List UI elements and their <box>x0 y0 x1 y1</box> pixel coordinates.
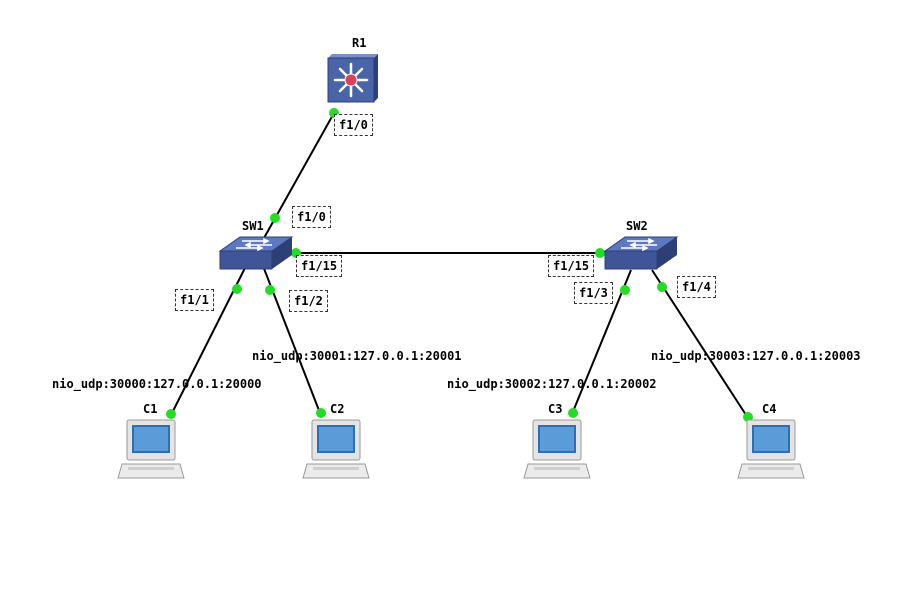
port-label-sw1-f1-0: f1/0 <box>292 206 331 228</box>
node-label-r1: R1 <box>352 36 367 50</box>
port-dot <box>316 408 326 418</box>
port-dot <box>265 285 275 295</box>
port-dot <box>270 213 280 223</box>
computer-icon[interactable] <box>302 419 370 479</box>
node-label-c3: C3 <box>548 402 563 416</box>
port-dot <box>657 282 667 292</box>
port-label-sw1-f1-15: f1/15 <box>296 255 343 277</box>
node-label-c2: C2 <box>330 402 345 416</box>
computer-icon[interactable] <box>737 419 805 479</box>
computer-icon[interactable] <box>523 419 591 479</box>
switch-icon[interactable] <box>218 236 294 270</box>
link-sw2-c3[interactable] <box>571 269 632 415</box>
port-dot <box>568 408 578 418</box>
nio-label-c2: nio_udp:30001:127.0.0.1:20001 <box>252 349 462 363</box>
port-label-sw2-f1-15: f1/15 <box>548 255 595 277</box>
port-dot <box>166 409 176 419</box>
node-label-sw2: SW2 <box>626 219 648 233</box>
port-dot <box>232 284 242 294</box>
node-label-c1: C1 <box>143 402 158 416</box>
node-label-c4: C4 <box>762 402 777 416</box>
node-label-sw1: SW1 <box>242 219 264 233</box>
port-dot <box>595 248 605 258</box>
link-sw2-c4[interactable] <box>651 269 749 419</box>
nio-label-c4: nio_udp:30003:127.0.0.1:20003 <box>651 349 861 363</box>
port-label-sw2-f1-3: f1/3 <box>574 282 613 304</box>
port-label-r1-f1-0: f1/0 <box>334 114 373 136</box>
switch-icon[interactable] <box>603 236 679 270</box>
multilayer-switch-icon[interactable] <box>327 54 378 103</box>
port-label-sw1-f1-1: f1/1 <box>175 289 214 311</box>
nio-label-c3: nio_udp:30002:127.0.0.1:20002 <box>447 377 657 391</box>
port-label-sw2-f1-4: f1/4 <box>677 276 716 298</box>
port-dot <box>620 285 630 295</box>
computer-icon[interactable] <box>117 419 185 479</box>
port-label-sw1-f1-2: f1/2 <box>289 290 328 312</box>
nio-label-c1: nio_udp:30000:127.0.0.1:20000 <box>52 377 262 391</box>
